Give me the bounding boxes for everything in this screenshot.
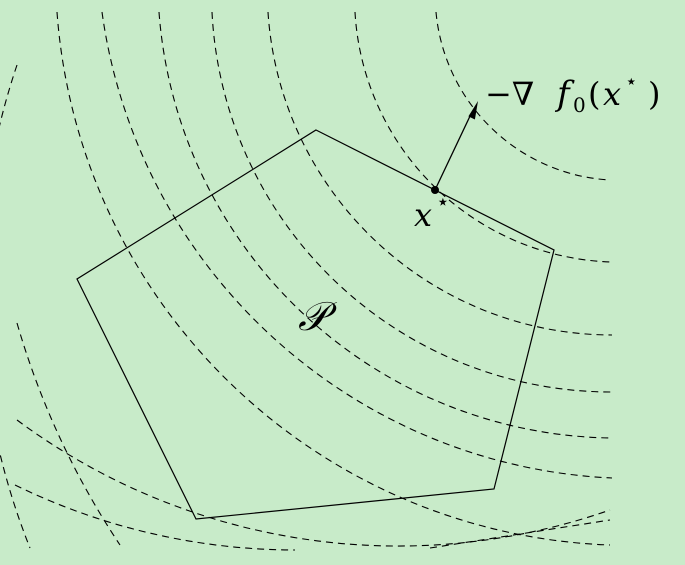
gradient-open-paren: ( [588,75,600,113]
level-curve-4 [211,11,613,393]
level-curve-12 [429,519,611,549]
level-curve-1 [435,11,611,181]
level-curve-2 [354,11,613,263]
gradient-sub-label: 0 [573,93,586,117]
gradient-f-label: f [554,74,575,114]
gradient-prefix-label: −∇ [485,75,534,113]
level-curve-11 [16,322,121,546]
level-curve-8 [16,419,611,547]
level-curve-3 [267,11,613,336]
level-curve-5 [158,11,613,439]
optimum-point [431,186,439,194]
level-curve-7 [56,11,611,546]
gradient-arrow [434,113,472,191]
level-curve-6 [101,11,613,479]
polyhedron-label: 𝒫 [298,294,338,340]
optimum-x-label: x [414,196,432,234]
level-curve-9 [14,484,296,551]
optimum-star-label: ⋆ [436,190,450,215]
level-curve-10 [0,64,31,549]
polyhedron-p [76,129,555,520]
gradient-arrowhead [468,101,478,120]
gradient-close-paren: ) [648,75,660,113]
gradient-label: −∇ f 0 ( x ⋆ ) [485,69,660,117]
gradient-star-label: ⋆ [625,69,638,93]
gradient-x-label: x [603,75,621,113]
optimum-label: x ⋆ [414,190,450,234]
